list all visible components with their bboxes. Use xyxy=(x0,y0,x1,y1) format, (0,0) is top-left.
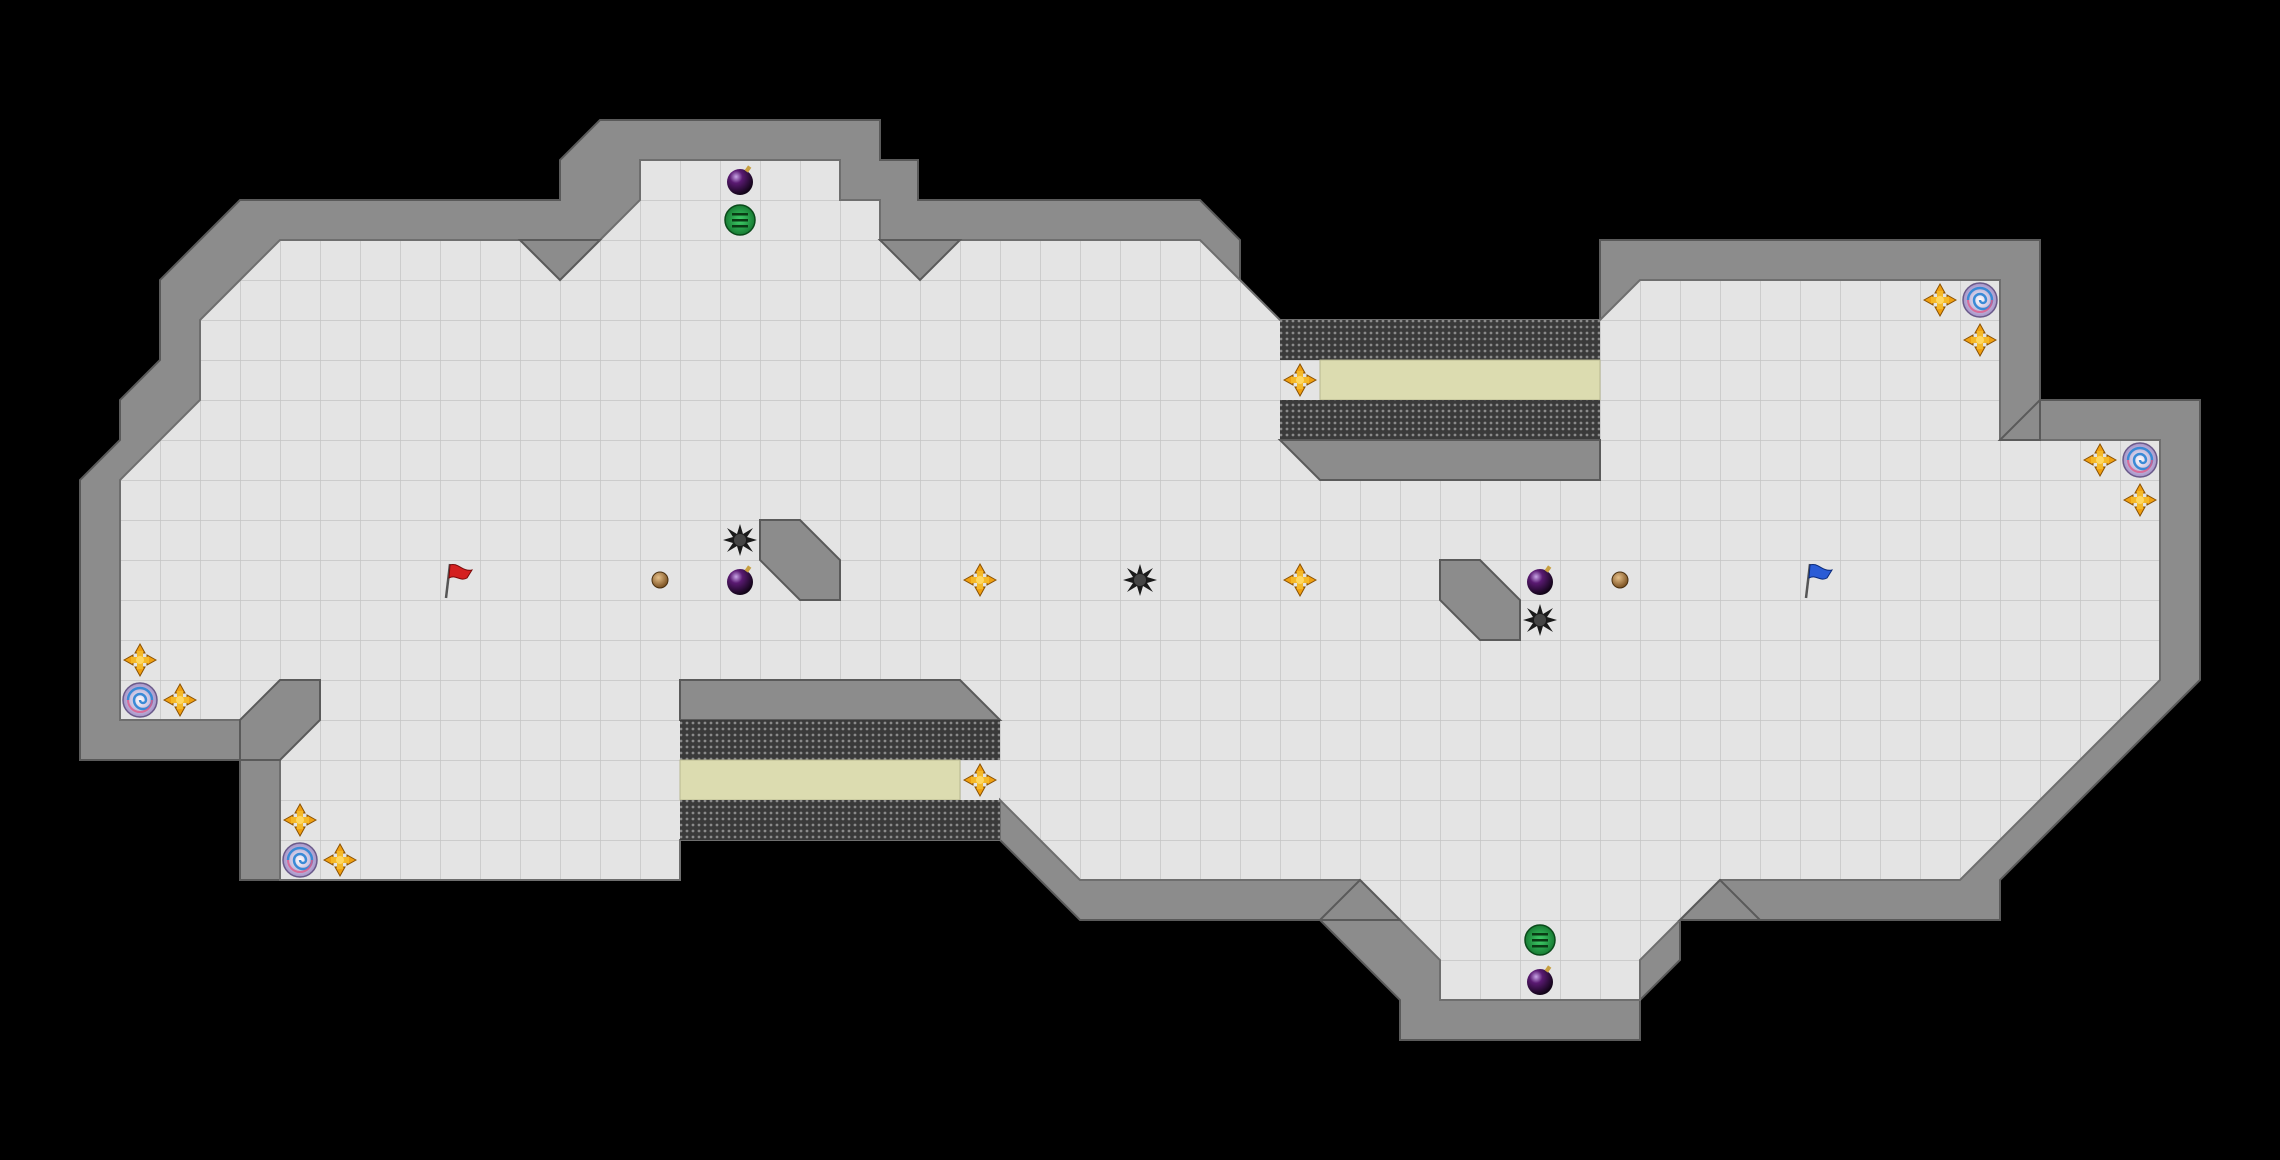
spike-icon xyxy=(1523,604,1557,636)
green-pad-icon xyxy=(724,204,756,236)
portal-icon xyxy=(121,681,159,719)
diagonal-wall-left xyxy=(759,519,841,601)
wall-notch xyxy=(1317,878,1403,921)
button-icon xyxy=(651,571,669,589)
gate-block-bottom xyxy=(679,679,1003,840)
wall-notch xyxy=(877,239,963,282)
portal-icon xyxy=(2121,441,2159,479)
wall-notch xyxy=(517,239,603,282)
wall-notch xyxy=(1677,878,1763,921)
green-pad-icon xyxy=(1524,924,1556,956)
button-icon xyxy=(1611,571,1629,589)
wall-notch xyxy=(239,679,321,761)
spike-icon xyxy=(723,524,757,556)
diagonal-wall-right xyxy=(1439,559,1521,641)
portal-icon xyxy=(1961,281,1999,319)
wall-notch xyxy=(1997,397,2041,441)
portal-icon xyxy=(281,841,319,879)
gate-block-top xyxy=(1277,320,1601,481)
spike-icon xyxy=(1123,564,1157,596)
